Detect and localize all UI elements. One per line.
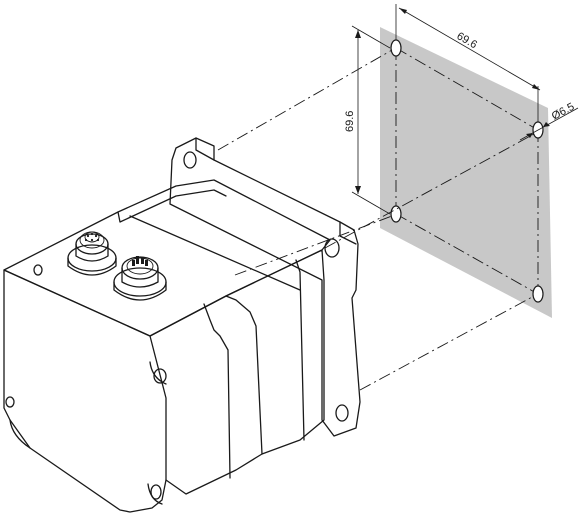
corner-hole-bl xyxy=(5,396,15,408)
hole-top-left xyxy=(390,39,402,57)
front-hole-bottom xyxy=(150,484,162,500)
projection-lines xyxy=(217,49,535,391)
plate-holes xyxy=(390,39,544,303)
hole-centerlines xyxy=(395,47,539,295)
motor-flange xyxy=(169,137,361,437)
flange-hole-top xyxy=(183,151,197,169)
hole-bottom-left xyxy=(390,205,402,223)
connector-right xyxy=(113,256,167,301)
corner-hole-tl xyxy=(33,264,43,276)
motor-side-face xyxy=(149,249,325,495)
stepper-motor xyxy=(3,137,361,513)
mounting-plate xyxy=(380,27,552,318)
dimension-width-label: 69.6 xyxy=(455,30,480,51)
flange-hole-bottom xyxy=(335,404,349,422)
flange-hole-right xyxy=(324,238,340,258)
dimension-height: 69.6 xyxy=(344,25,391,215)
connector-left xyxy=(67,231,117,276)
dimension-height-label: 69.6 xyxy=(344,111,356,132)
hole-bottom-right xyxy=(532,285,544,303)
motor-front-face xyxy=(3,269,167,513)
dimension-hole-diameter-label: Ø6.5 xyxy=(550,101,577,123)
front-hole-mid xyxy=(153,368,167,384)
